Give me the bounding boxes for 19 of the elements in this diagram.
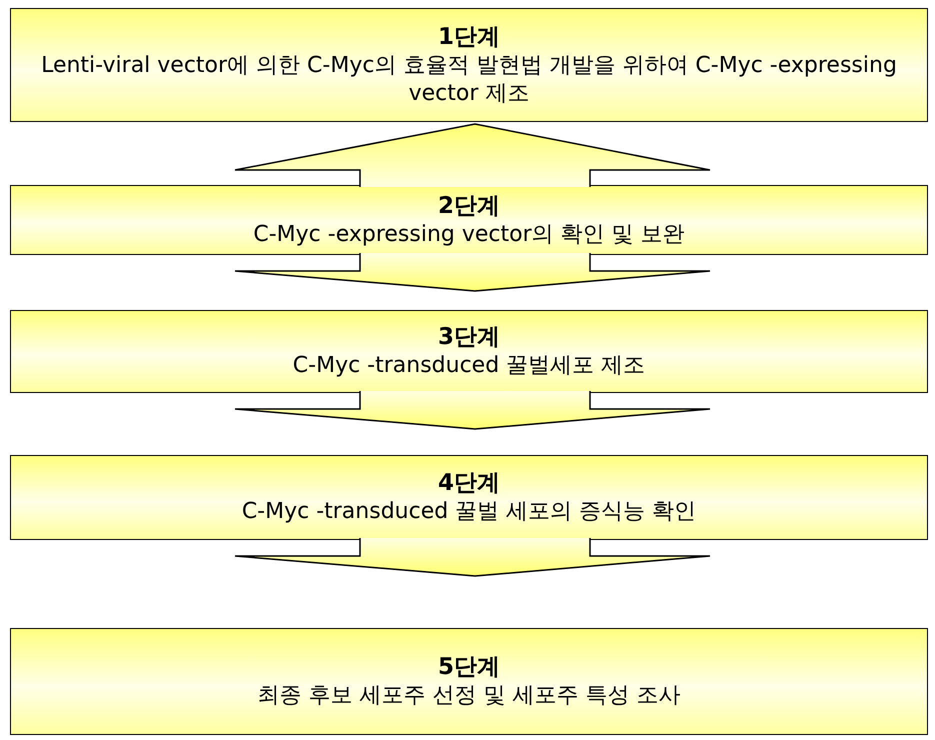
step-description: Lenti-viral vector에 의한 C-Myc의 효율적 발현법 개발을 위하여 C-Myc -expressing vector 제조 <box>40 52 898 108</box>
step-description: C-Myc -transduced 꿀벌 세포의 증식능 확인 <box>240 498 698 526</box>
step-title: 2단계 <box>438 192 500 220</box>
step-box <box>10 185 928 255</box>
step-box <box>10 628 928 735</box>
step-box <box>10 455 928 540</box>
step-box <box>10 8 928 122</box>
step-description: C-Myc -transduced 꿀벌세포 제조 <box>292 352 646 380</box>
block-arrow <box>234 537 711 577</box>
step-description: C-Myc -expressing vector의 확인 및 보완 <box>252 220 686 248</box>
block-arrow <box>234 252 711 292</box>
block-arrow <box>234 390 711 430</box>
step-title: 3단계 <box>438 323 500 352</box>
step-description: 최종 후보 세포주 선정 및 세포주 특성 조사 <box>256 682 682 710</box>
step-title: 1단계 <box>438 22 500 52</box>
block-arrow <box>234 123 711 188</box>
step-box <box>10 310 928 393</box>
step-title: 5단계 <box>438 653 500 682</box>
step-title: 4단계 <box>438 469 500 498</box>
